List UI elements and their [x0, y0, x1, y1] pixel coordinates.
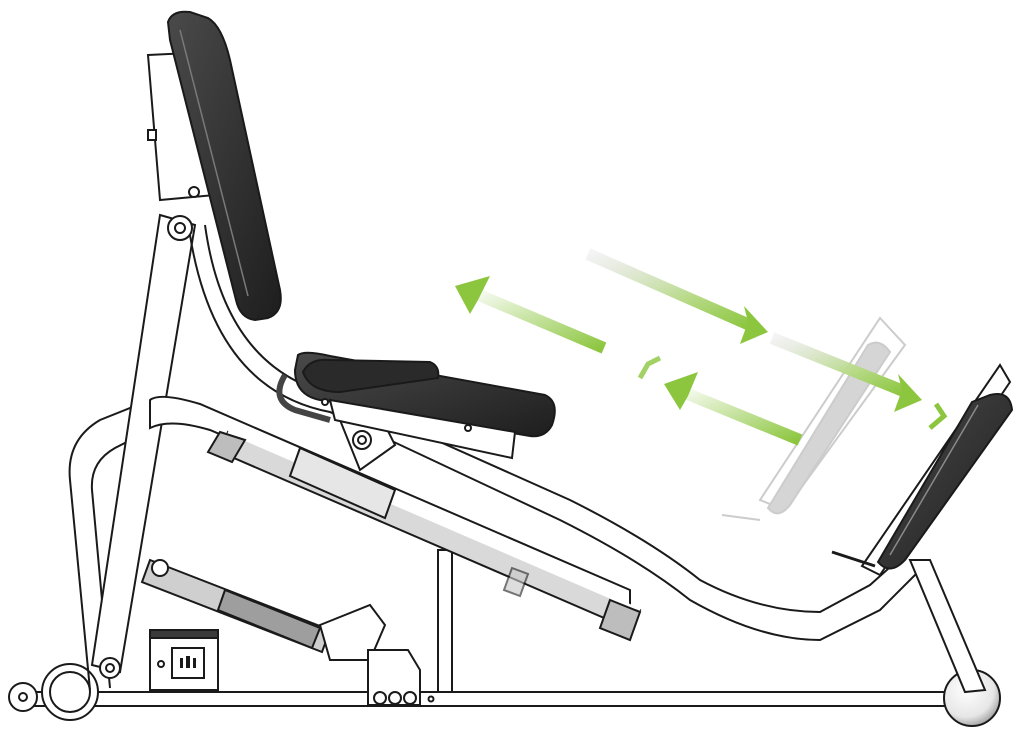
arrow-tick-left	[637, 355, 662, 380]
arrow-tick-right	[928, 402, 948, 430]
power-inlet-icon	[171, 647, 205, 679]
rear-frame-loop	[68, 399, 151, 691]
ghost-foot-plate	[721, 316, 907, 521]
control-block	[367, 649, 435, 706]
seat-back	[146, 10, 282, 322]
motion-arrow-icon	[455, 248, 948, 446]
arrow-push-upper	[585, 248, 768, 344]
main-curved-rail	[189, 224, 931, 642]
upper-cylinder	[206, 430, 642, 642]
arrow-return-upper	[455, 276, 607, 354]
arrow-return-lower	[664, 372, 803, 446]
lower-cylinder	[140, 558, 387, 661]
arrow-push-lower	[769, 332, 922, 412]
vertical-supports	[437, 549, 987, 694]
base-rail	[19, 691, 961, 707]
seat-pad	[276, 351, 556, 460]
upright-post	[90, 213, 197, 679]
power-box	[149, 629, 219, 691]
foot-plate	[831, 363, 1014, 577]
rear-wheel	[8, 663, 99, 721]
